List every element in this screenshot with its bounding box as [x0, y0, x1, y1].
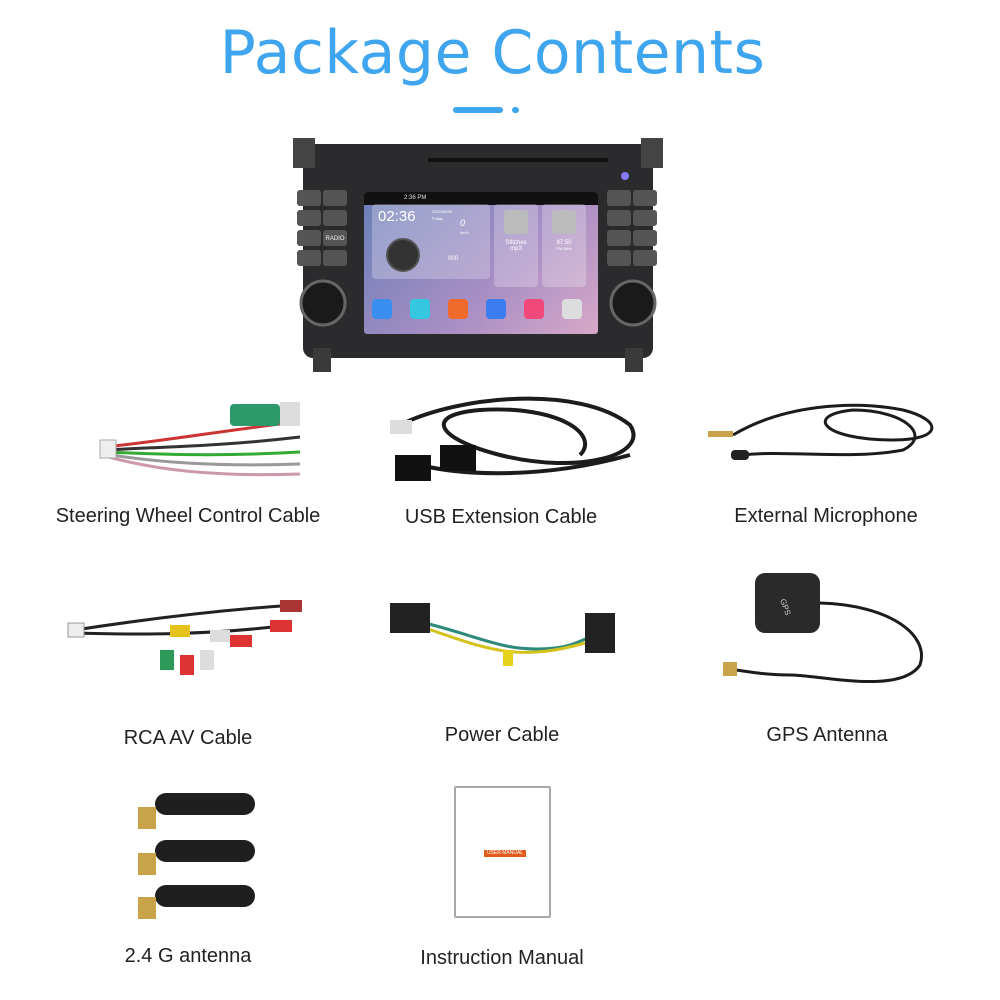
- rca-av-cable-image: [67, 600, 302, 675]
- clock: 02:36: [378, 208, 416, 225]
- music-note-icon: [504, 210, 528, 234]
- power-cable-image: [390, 603, 615, 666]
- car-connect-icon[interactable]: [486, 299, 506, 319]
- title-underline: [453, 107, 503, 113]
- media-title: Stitches: [505, 240, 527, 246]
- compass-icon: [386, 238, 420, 272]
- head-unit-screen: 2:36 PM 02:36 2022/08/09 Friday 0 km/h 0…: [364, 192, 598, 334]
- speed: 0: [460, 218, 466, 228]
- label-rca-av-cable: RCA AV Cable: [123, 727, 253, 749]
- antenna-2-4g-image: [138, 793, 255, 919]
- label-steering-wheel-control-cable: Steering Wheel Control Cable: [55, 505, 321, 527]
- status-time: 2:36 PM: [404, 195, 427, 201]
- manual-cover-label: USER MANUAL: [484, 850, 526, 857]
- speed-unit: km/h: [460, 230, 469, 235]
- music-icon[interactable]: [524, 299, 544, 319]
- steering-wheel-cable-image: [99, 402, 301, 477]
- apps-icon[interactable]: [372, 299, 392, 319]
- status-bar: 2:36 PM: [364, 192, 598, 205]
- radio-button-label[interactable]: RADIO: [325, 236, 344, 242]
- media-sub: mp3: [510, 246, 522, 252]
- phone-icon[interactable]: [448, 299, 468, 319]
- navigation-icon[interactable]: [410, 299, 430, 319]
- radio-freq: 87.50: [556, 240, 572, 246]
- label-external-microphone: External Microphone: [734, 505, 918, 527]
- label-usb-extension-cable: USB Extension Cable: [404, 506, 598, 528]
- title-underline-dot: [512, 107, 519, 113]
- label-power-cable: Power Cable: [444, 724, 560, 746]
- label-instruction-manual: Instruction Manual: [420, 947, 584, 969]
- weekday: Friday: [432, 216, 444, 221]
- radio-unit: MHz: [563, 246, 572, 251]
- label-2-4g-antenna: 2.4 G antenna: [124, 945, 252, 967]
- date: 2022/08/09: [432, 209, 453, 214]
- trip: 000: [448, 256, 459, 262]
- gps-antenna-image: GPS: [723, 573, 923, 683]
- page-title: Package Contents: [219, 18, 766, 88]
- settings-icon[interactable]: [562, 299, 582, 319]
- radio-icon: [552, 210, 576, 234]
- usb-extension-cable-image: [390, 396, 636, 481]
- instruction-manual-image: USER MANUAL: [454, 786, 551, 918]
- label-gps-antenna: GPS Antenna: [766, 724, 888, 746]
- external-microphone-image: [708, 403, 934, 460]
- radio-band: FM: [556, 246, 563, 251]
